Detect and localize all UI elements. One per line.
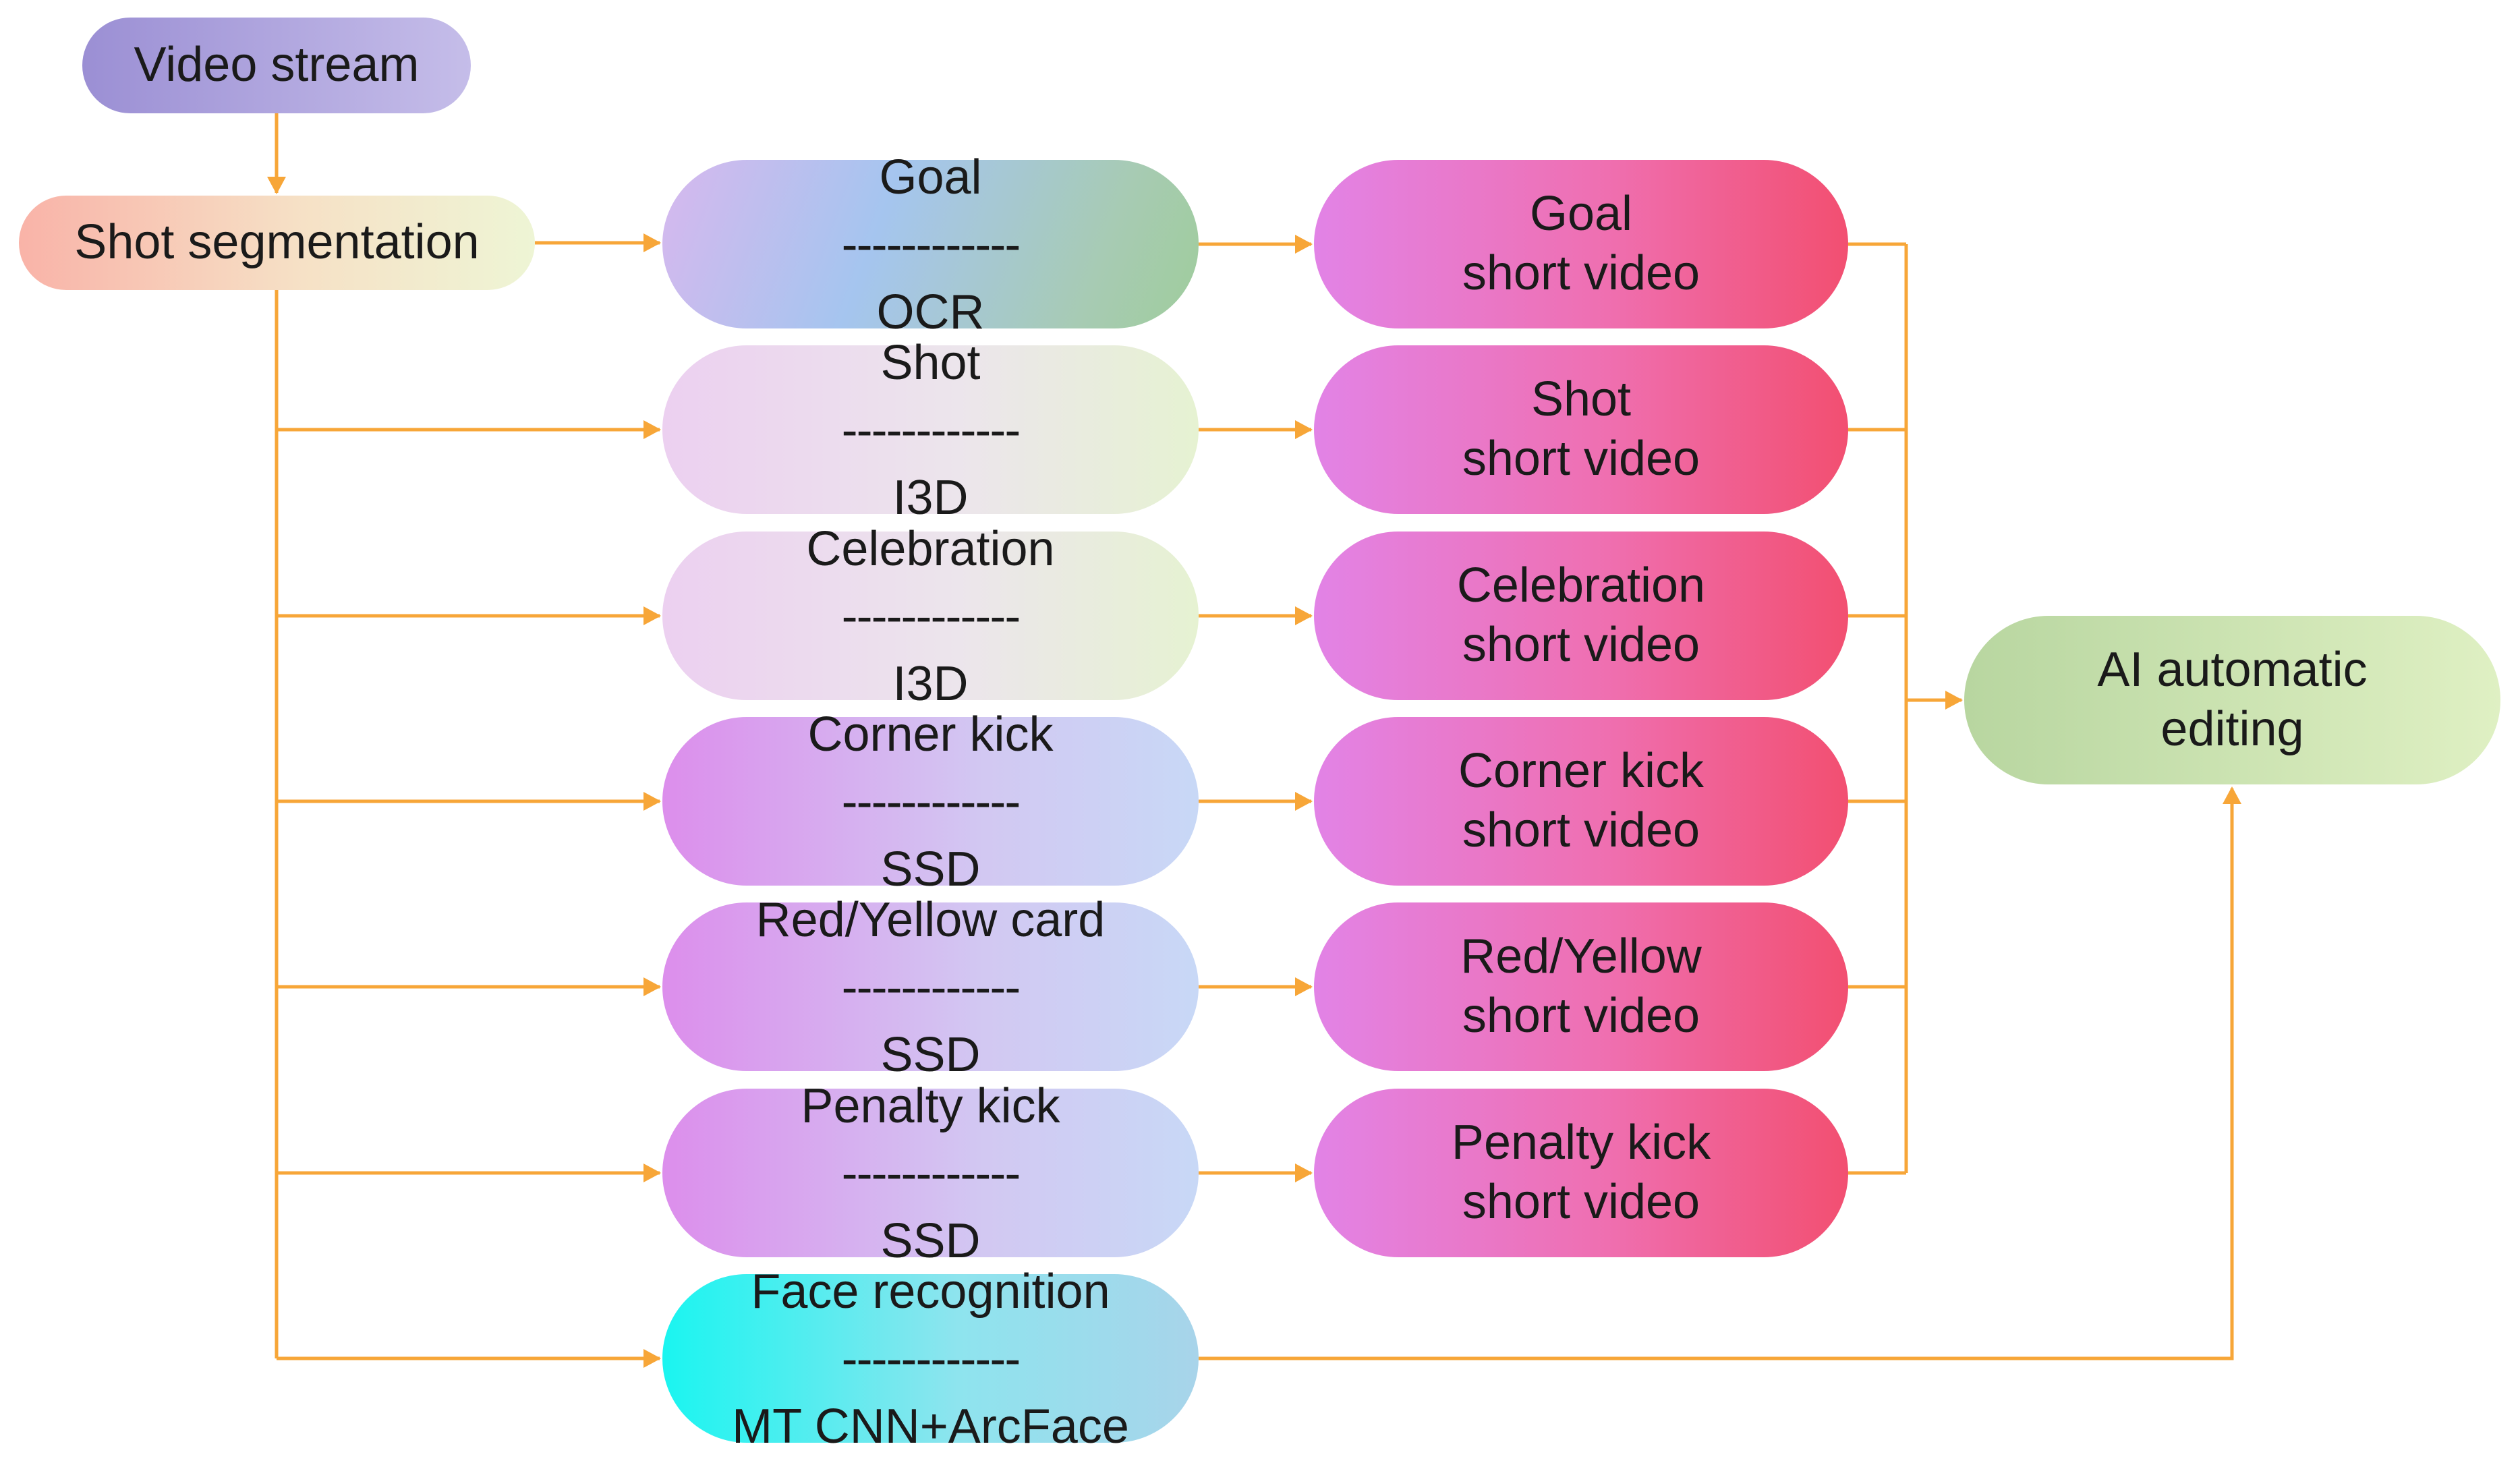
detector-red-yellow-card-node: Red/Yellow card ------------ SSD: [662, 896, 1199, 1079]
shot-segmentation-label: Shot segmentation: [74, 215, 480, 270]
detector-corner-kick-node: Corner kick ------------ SSD: [662, 710, 1199, 894]
arrowhead-segmentation-to-goal: [643, 233, 661, 252]
detector-event-label: Penalty kick: [801, 1079, 1060, 1133]
clip-celebration-node: Celebration short video: [1314, 532, 1848, 700]
detector-penalty-kick-node: Penalty kick ------------ SSD: [662, 1082, 1199, 1265]
detector-model-label: I3D: [892, 657, 969, 711]
arrowhead-detector-to-clip-4: [1295, 977, 1313, 996]
clip-type-label: short video: [1462, 1175, 1700, 1229]
arrowhead-detector-to-clip-0: [1295, 235, 1313, 254]
detector-separator: ------------: [841, 775, 1021, 829]
detector-model-label: I3D: [892, 471, 969, 525]
video-stream-node: Video stream: [82, 18, 471, 113]
detector-separator: ------------: [841, 1332, 1021, 1386]
ai-editing-label-line1: AI automatic: [2097, 643, 2368, 697]
arrowhead-trunk-to-detector-3: [643, 792, 661, 811]
clip-type-label: short video: [1462, 432, 1700, 486]
clip-event-label: Goal: [1529, 187, 1633, 241]
clip-corner-kick-node: Corner kick short video: [1314, 717, 1848, 886]
arrowhead-face-to-ai: [2223, 786, 2241, 804]
detector-goal-node: Goal ------------ OCR: [662, 153, 1199, 337]
clip-type-label: short video: [1462, 618, 1700, 672]
video-stream-label: Video stream: [134, 38, 420, 92]
arrowhead-detector-to-clip-2: [1295, 606, 1313, 625]
clip-penalty-kick-node: Penalty kick short video: [1314, 1089, 1848, 1257]
arrowhead-detector-to-clip-1: [1295, 420, 1313, 439]
clip-type-label: short video: [1462, 989, 1700, 1043]
arrowhead-trunk-to-detector-6: [643, 1349, 661, 1368]
clip-shot-node: Shot short video: [1314, 345, 1848, 514]
arrowhead-trunk-to-detector-4: [643, 977, 661, 996]
clip-event-label: Corner kick: [1458, 744, 1705, 799]
clip-goal-node: Goal short video: [1314, 160, 1848, 328]
detector-event-label: Goal: [879, 150, 982, 204]
clip-type-label: short video: [1462, 246, 1700, 300]
detector-model-label: SSD: [880, 842, 981, 896]
detector-separator: ------------: [841, 218, 1021, 272]
arrowhead-trunk-to-detector-1: [643, 420, 661, 439]
detector-event-label: Corner kick: [807, 708, 1054, 762]
detector-model-label: OCR: [876, 285, 985, 339]
detector-event-label: Face recognition: [751, 1265, 1110, 1319]
clip-event-label: Red/Yellow: [1460, 929, 1702, 984]
detector-event-label: Shot: [880, 336, 981, 390]
ai-editing-label-line2: editing: [2160, 702, 2304, 756]
detector-separator: ------------: [841, 590, 1021, 643]
arrowhead-detector-to-clip-5: [1295, 1164, 1313, 1182]
detector-shot-node: Shot ------------ I3D: [662, 339, 1199, 522]
detector-model-label: SSD: [880, 1028, 981, 1082]
clip-red-yellow-node: Red/Yellow short video: [1314, 902, 1848, 1071]
ai-automatic-editing-node: AI automatic editing: [1964, 616, 2500, 784]
arrowhead-trunk-to-detector-2: [643, 606, 661, 625]
shot-segmentation-node: Shot segmentation: [19, 196, 535, 290]
detector-separator: ------------: [841, 1147, 1021, 1201]
connector-face-to-ai: [1199, 788, 2234, 1360]
detector-model-label: MT CNN+ArcFace: [732, 1400, 1129, 1454]
detector-separator: ------------: [841, 403, 1021, 457]
clip-type-label: short video: [1462, 803, 1700, 857]
clip-event-label: Penalty kick: [1451, 1116, 1711, 1170]
detector-face-recognition-node: Face recognition ------------ MT CNN+Arc…: [662, 1267, 1199, 1451]
detector-celebration-node: Celebration ------------ I3D: [662, 525, 1199, 708]
arrowhead-trunk-to-detector-5: [643, 1164, 661, 1182]
arrowhead-detector-to-clip-3: [1295, 792, 1313, 811]
clip-event-label: Shot: [1530, 372, 1632, 427]
detector-event-label: Red/Yellow card: [755, 893, 1106, 947]
detector-event-label: Celebration: [806, 522, 1055, 576]
arrowhead-merge-to-ai: [1945, 691, 1963, 710]
detector-model-label: SSD: [880, 1214, 981, 1268]
detector-separator: ------------: [841, 960, 1021, 1014]
arrowhead-video-to-segmentation: [267, 177, 286, 194]
clip-event-label: Celebration: [1456, 558, 1706, 613]
